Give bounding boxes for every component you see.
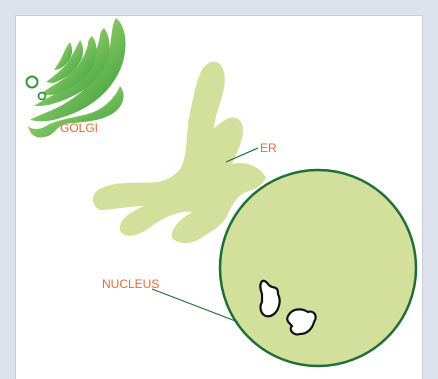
er-label: ER xyxy=(260,141,277,155)
nucleus-label: NUCLEUS xyxy=(102,277,159,291)
nucleus-shape xyxy=(220,170,416,366)
golgi-label: GOLGI xyxy=(60,121,98,135)
golgi-apparatus xyxy=(27,18,126,138)
